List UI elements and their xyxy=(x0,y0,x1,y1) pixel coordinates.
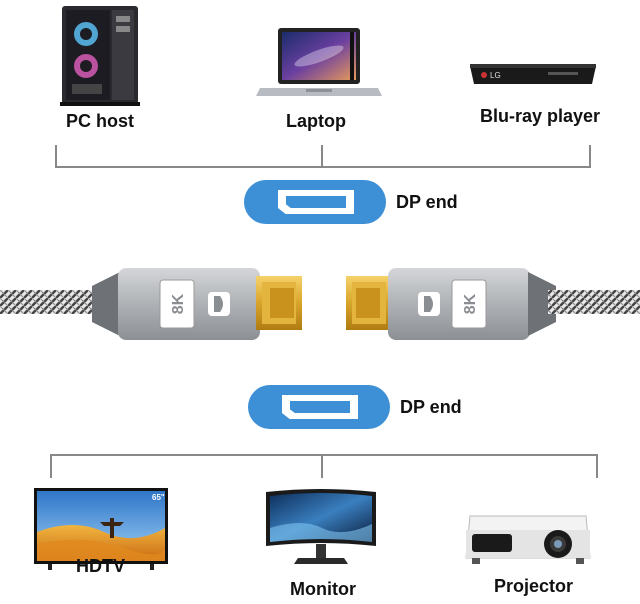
displayport-icon xyxy=(282,395,358,419)
bluray-player-icon: LG xyxy=(470,64,596,84)
laptop-icon xyxy=(256,28,382,96)
dp-port-badge-bottom xyxy=(248,385,390,429)
bottom-bracket-mid xyxy=(321,454,323,478)
dp-end-label-top: DP end xyxy=(396,192,458,212)
badge-8k-left: 8K xyxy=(170,293,187,314)
tv-size-label: 65" xyxy=(152,493,165,502)
bluray-player-label: Blu-ray player xyxy=(480,106,601,126)
tv-icon: 65" xyxy=(34,488,168,570)
svg-text:LG: LG xyxy=(490,71,501,80)
top-bracket-mid xyxy=(321,145,323,167)
top-bracket-left xyxy=(55,145,57,167)
pc-tower-icon xyxy=(60,6,140,106)
top-bracket-horizontal xyxy=(55,166,591,168)
bottom-bracket-right xyxy=(596,454,598,478)
dp-cable-illustration: 8K 8K xyxy=(0,268,640,340)
monitor-label: Monitor xyxy=(290,579,356,599)
displayport-icon xyxy=(278,190,354,214)
hdtv-label: HDTV xyxy=(76,556,125,576)
monitor-icon xyxy=(266,489,376,564)
dp-end-label-bottom: DP end xyxy=(400,397,462,417)
projector-icon xyxy=(465,515,591,564)
bottom-bracket-left xyxy=(50,454,52,478)
projector-label: Projector xyxy=(494,576,574,596)
top-bracket-right xyxy=(589,145,591,167)
bottom-bracket-horizontal xyxy=(50,454,598,456)
badge-8k-right: 8K xyxy=(462,293,479,314)
laptop-label: Laptop xyxy=(286,111,346,131)
dp-port-badge-top xyxy=(244,180,386,224)
pc-host-label: PC host xyxy=(66,111,135,131)
